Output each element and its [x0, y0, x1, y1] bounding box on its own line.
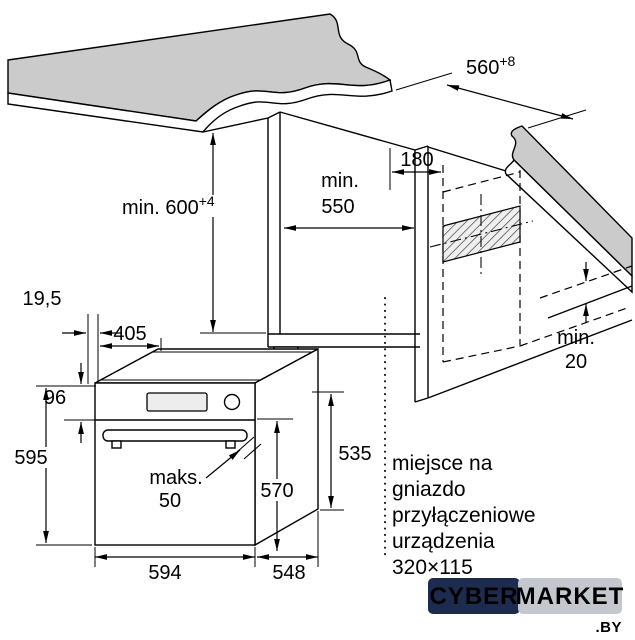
oven-handle [102, 429, 248, 442]
watermark-right-box [518, 578, 622, 614]
note-line-3: przyłączeniowe [392, 504, 536, 527]
dim-594-label: 594 [148, 562, 181, 584]
dimension-panel-offset-19-5: 19,5 [23, 288, 122, 384]
dim-595-label: 595 [14, 447, 47, 469]
dim-180-label: 180 [400, 149, 433, 171]
dimension-niche-depth-550: min. 550 [284, 170, 414, 231]
dimension-rear-height-535: 535 [312, 391, 372, 511]
watermark-domain: .BY [595, 619, 622, 636]
dimension-oven-width-594: 594 [94, 547, 256, 584]
oven-knob [223, 393, 241, 411]
dim-548-label: 548 [272, 562, 305, 584]
socket-centerline-horizontal [429, 220, 534, 248]
dim-570-label: 570 [260, 480, 293, 502]
dim-20-label-line1: min. [557, 327, 595, 349]
dimension-body-depth-548: 548 [257, 511, 319, 584]
dim-560-label: 560+8 [466, 53, 516, 79]
countertop-left-edge [7, 79, 393, 133]
socket-area-hatched [442, 205, 521, 263]
dimension-niche-height-600: min. 600+4 [122, 133, 266, 334]
watermark-brand-right: MARKET [516, 583, 625, 610]
dim-550-label-line1: min. [321, 170, 359, 192]
oven-side-face [254, 347, 319, 547]
handle-support-left [111, 440, 122, 449]
countertop-right-surface [510, 125, 633, 278]
dimension-rear-gap-20: min. 20 [557, 262, 595, 373]
dimension-handle-depth-50: maks. 50 [149, 449, 241, 512]
dim-535-label: 535 [338, 443, 371, 465]
dimension-body-height-570: 570 [257, 418, 298, 551]
dimension-oven-height-595: 595 [12, 388, 92, 546]
countertop-left [7, 13, 393, 133]
dim-550-label-line2: 550 [321, 196, 354, 218]
dim-maks-label-line1: maks. [149, 467, 202, 489]
oven [94, 347, 319, 547]
countertop-right-edge [504, 158, 633, 294]
dimension-counter-depth-560: 560+8 [395, 53, 587, 129]
watermark-left-box [428, 578, 520, 614]
watermark-brand-left: CYBER [429, 583, 518, 610]
note-line-5: 320×115 [392, 556, 473, 579]
dimension-top-depth-405: 405 [100, 323, 162, 351]
dim-20-label-line2: 20 [565, 351, 587, 373]
dim-600-label: min. 600+4 [122, 193, 215, 219]
note-line-1: miejsce na [392, 452, 493, 475]
dim-405-label: 405 [113, 323, 146, 345]
dimension-panel-height-96: 96 [36, 363, 96, 443]
dim-96-label: 96 [44, 387, 66, 409]
dim-maks-label-line2: 50 [159, 490, 181, 512]
countertop-right [504, 125, 633, 294]
dimension-socket-offset-180: 180 [389, 148, 441, 190]
oven-display [146, 392, 208, 412]
note-socket-location: miejsce na gniazdo przyłączeniowe urządz… [392, 452, 536, 579]
note-line-2: gniazdo [392, 478, 466, 501]
note-line-4: urządzenia [392, 530, 495, 553]
dim-19-5-label: 19,5 [23, 288, 62, 310]
handle-support-right [225, 440, 236, 449]
watermark: CYBER MARKET .BY [428, 578, 625, 636]
